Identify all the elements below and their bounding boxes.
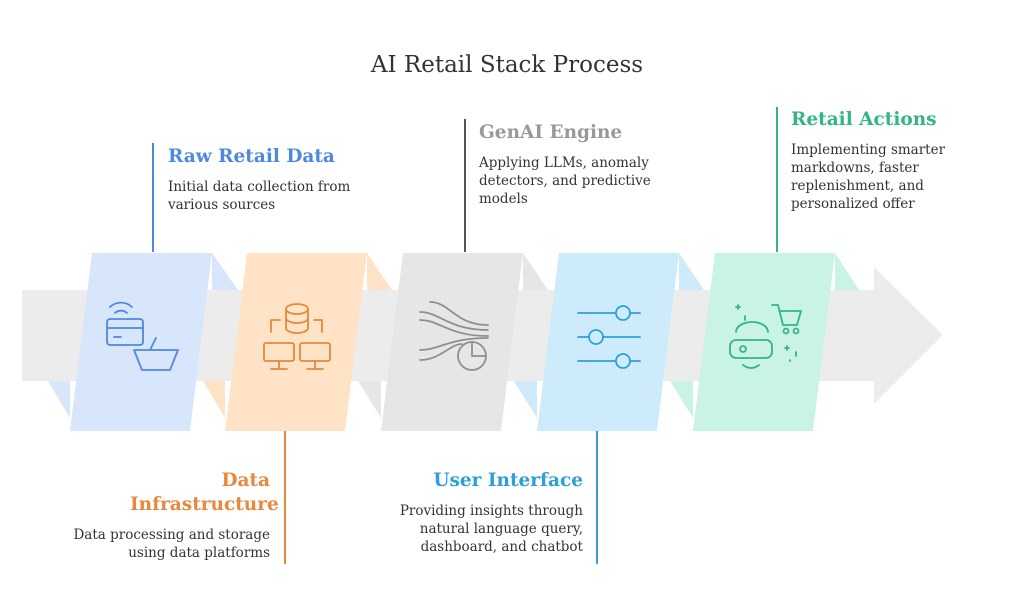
panel-fold-1b	[48, 381, 70, 418]
panel-fold-5	[835, 253, 859, 290]
stage-label-genai-engine: GenAI Engine Applying LLMs, anomaly dete…	[479, 121, 739, 208]
panel-fold-2	[367, 253, 392, 290]
panel-fold-5b	[670, 381, 693, 418]
panel-fold-1	[212, 253, 238, 290]
stage-panel-4	[537, 253, 679, 431]
panel-fold-2b	[203, 381, 225, 418]
panel-fold-3	[523, 253, 548, 290]
panel-fold-4	[679, 253, 704, 290]
stage-panel-1	[70, 253, 212, 431]
stage-title: Raw Retail Data	[168, 146, 335, 167]
stage-description: Initial data collection from various sou…	[168, 179, 351, 213]
stage-title: GenAI Engine	[479, 122, 623, 143]
vr-shopping-cart-icon	[729, 304, 802, 369]
stage-description: Applying LLMs, anomaly detectors, and pr…	[479, 155, 651, 207]
stage-title: User Interface	[433, 470, 583, 491]
database-network-icon	[263, 303, 331, 370]
stage-label-retail-actions: Retail Actions Implementing smarter mark…	[791, 108, 991, 213]
stage-title: Retail Actions	[791, 109, 937, 130]
panel-fold-4b	[514, 381, 537, 418]
stage-description: Data processing and storage using data p…	[73, 527, 270, 561]
stage-description: Implementing smarter markdowns, faster r…	[791, 142, 946, 212]
sliders-icon	[577, 305, 641, 369]
stage-label-data-infrastructure: Data Infrastructure Data processing and …	[70, 469, 279, 562]
stage-panel-2	[225, 253, 367, 431]
page-title: AI Retail Stack Process	[370, 52, 644, 78]
wifi-card-basket-icon	[106, 301, 179, 371]
stage-panel-5	[693, 253, 835, 431]
panel-fold-3b	[358, 381, 381, 418]
stage-description: Providing insights through natural langu…	[399, 503, 583, 555]
stage-label-user-interface: User Interface Providing insights throug…	[383, 469, 583, 556]
stage-title: Data Infrastructure	[130, 470, 279, 515]
stage-label-raw-retail-data: Raw Retail Data Initial data collection …	[168, 145, 408, 214]
flow-pie-chart-icon	[419, 301, 489, 371]
